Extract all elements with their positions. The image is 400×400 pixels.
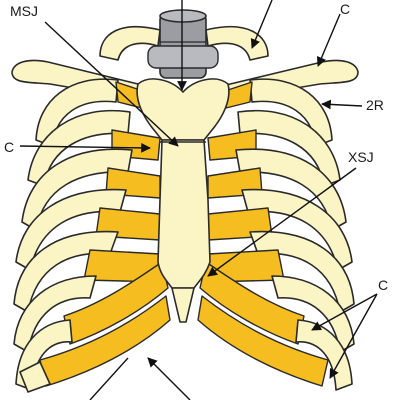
vertebra [147,9,219,79]
label-c-left: C [4,139,14,155]
manubrium [136,78,230,141]
sternum [136,78,230,323]
ribs-right [197,78,355,391]
label-xsj: XSJ [348,149,374,165]
label-msj: MSJ [10,3,38,19]
xiphoid-process [171,287,195,323]
label-c-right: C [378,277,388,293]
sternal-body [157,139,211,289]
ribs-left [13,78,171,393]
leader-lines [19,0,378,400]
label-c-top: C [340,1,350,17]
label-2r: 2R [366,97,384,113]
rib-1 [99,25,269,61]
